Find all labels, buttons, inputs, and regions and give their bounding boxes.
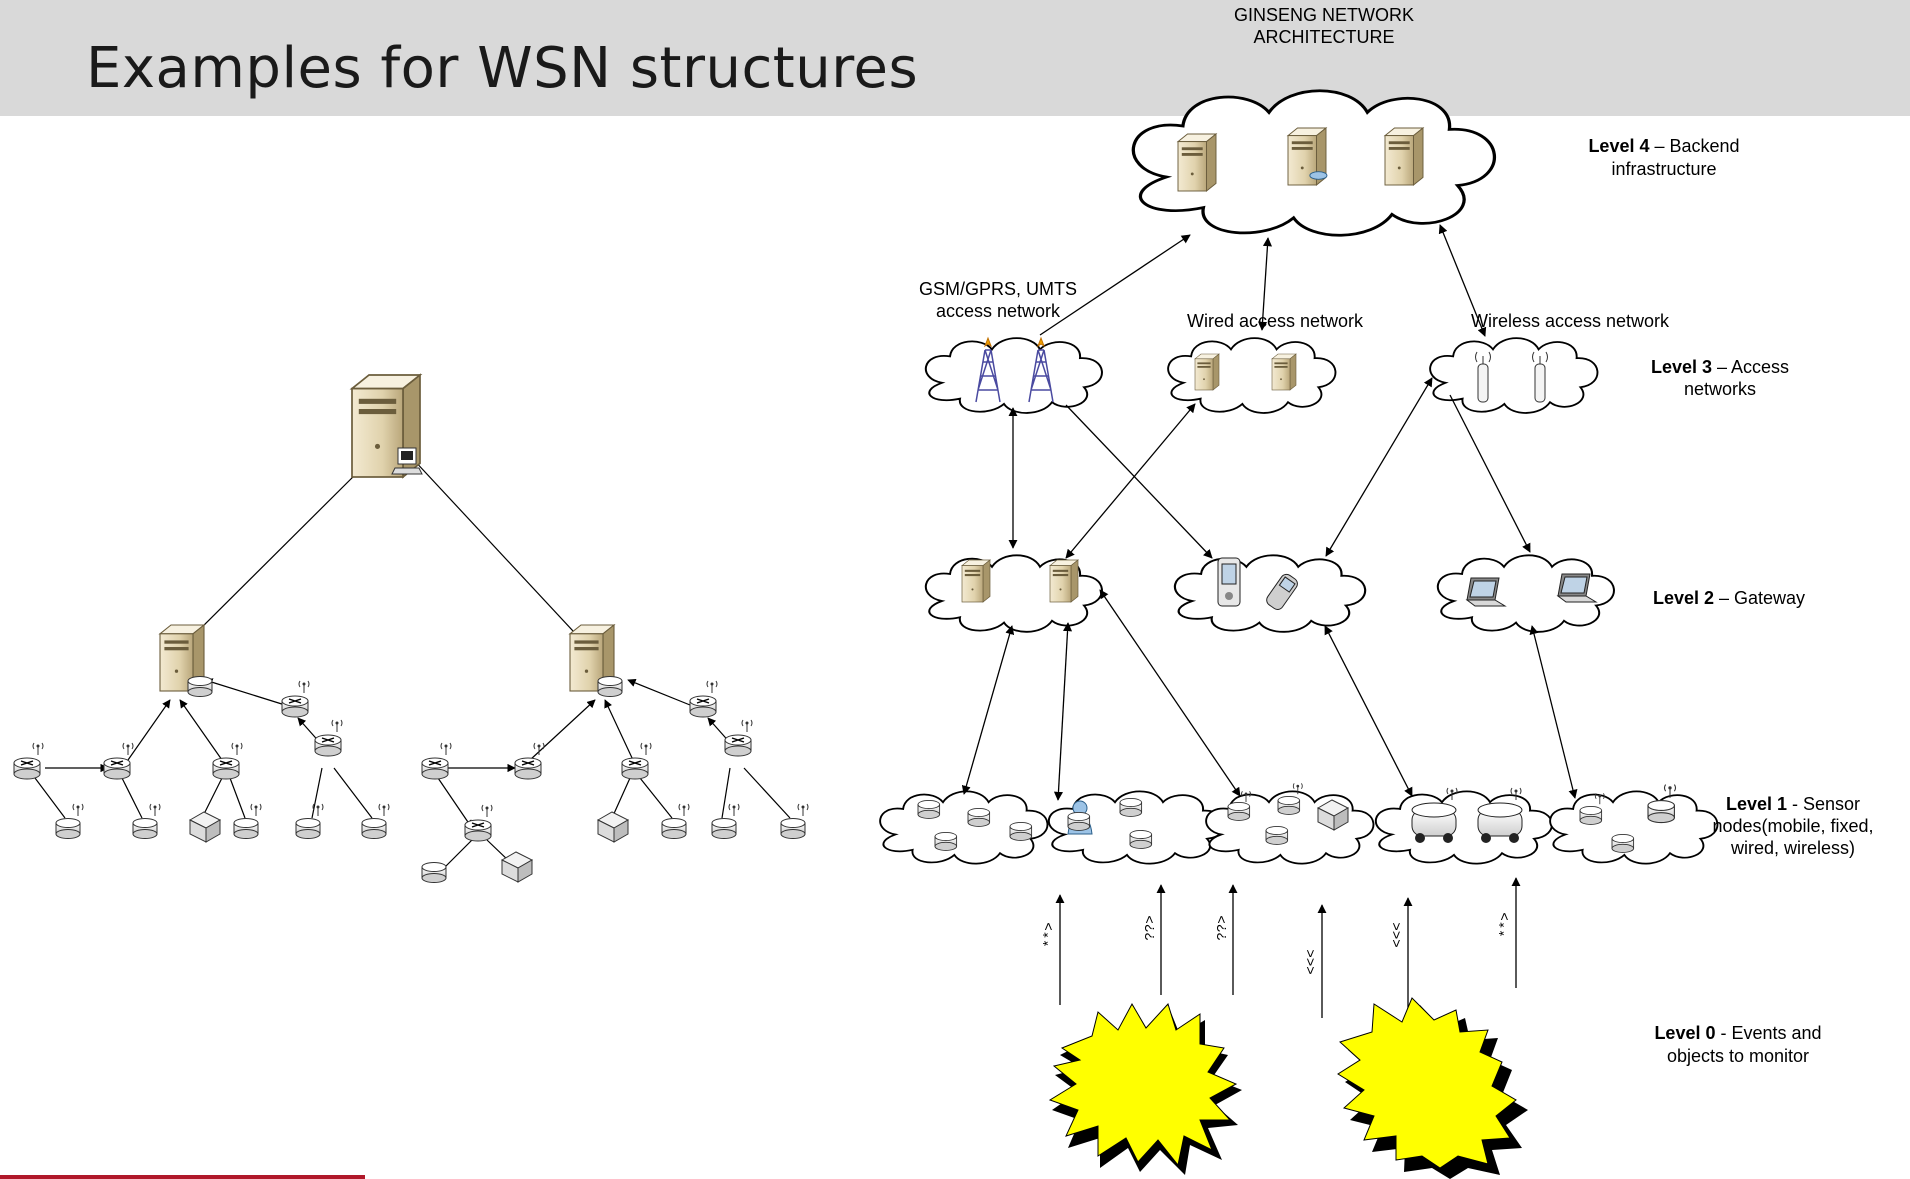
- sensor-node-icon: [233, 803, 262, 839]
- wireless-network-label: Wireless access network: [1471, 311, 1670, 331]
- event-arrow-label: **>: [1498, 912, 1514, 937]
- wireless-access-cloud: [1429, 337, 1599, 414]
- server-icon: [1384, 127, 1424, 186]
- sensor-node-icon: [1119, 798, 1143, 817]
- sensor-node-icon: [934, 832, 958, 851]
- architecture-title-line2: ARCHITECTURE: [1253, 27, 1394, 47]
- level4-label-line2: infrastructure: [1611, 159, 1716, 179]
- router-node-icon: [13, 742, 44, 780]
- sensor-node-icon: [1129, 830, 1153, 849]
- router-node-icon: [421, 742, 452, 780]
- mobile-robot-icon: [1411, 787, 1458, 843]
- sensor-node-icon: [1647, 784, 1677, 824]
- sink-node-icon: [187, 676, 213, 697]
- sensor-node-icon: [917, 800, 941, 819]
- level1-label: Level 1 - Sensor: [1726, 794, 1860, 814]
- sensor-node-icon: [661, 803, 690, 839]
- router-node-icon: [724, 719, 753, 757]
- sensor-node-icon: [780, 803, 809, 839]
- router-node-icon: [281, 680, 310, 718]
- level4-label: Level 4 – Backend: [1588, 136, 1739, 156]
- gsm-network-label-line1: GSM/GPRS, UMTS: [919, 279, 1077, 299]
- sink-node-icon: [597, 676, 623, 697]
- router-node-icon: [689, 680, 718, 718]
- cell-phone-icon: [1266, 573, 1298, 610]
- sensor-node-icon: [1611, 834, 1635, 853]
- database-server-icon: [1287, 127, 1328, 186]
- router-node-icon: [464, 804, 493, 842]
- sensor-node-icon: [361, 803, 390, 839]
- level0-label: Level 0 - Events and: [1654, 1023, 1821, 1043]
- wired-access-cloud: [1167, 337, 1337, 414]
- slide-title: Examples for WSN structures: [86, 36, 919, 101]
- sensor-cloud-4: [1374, 790, 1553, 865]
- ginseng-architecture: GINSENG NETWORK ARCHITECTURE: [879, 5, 1874, 1179]
- event-burst-icon: [1337, 997, 1528, 1179]
- level0-label-line2: objects to monitor: [1667, 1046, 1809, 1066]
- sensor-node-icon: [421, 862, 447, 883]
- architecture-title-line1: GINSENG NETWORK: [1234, 5, 1414, 25]
- tree-topology: [13, 374, 809, 883]
- sensor-node-icon: [295, 803, 324, 839]
- level1-label-line3: wired, wireless): [1730, 838, 1855, 858]
- box-sensor-icon: [189, 811, 221, 843]
- gsm-access-cloud: [924, 337, 1103, 414]
- event-arrow-label: ??>: [1143, 915, 1159, 940]
- wired-network-label: Wired access network: [1187, 311, 1364, 331]
- sensor-node-icon: [967, 808, 991, 827]
- server-icon: [1049, 559, 1079, 603]
- router-node-icon: [212, 742, 243, 780]
- sensor-node-icon: [1277, 782, 1303, 815]
- router-node-icon: [621, 742, 652, 780]
- sensor-node-icon: [1265, 826, 1289, 845]
- sensor-node-icon: [1009, 822, 1033, 841]
- mobile-robot-icon: [1477, 787, 1523, 843]
- footer-accent-rule: [0, 1175, 365, 1179]
- level3-label-line2: networks: [1684, 379, 1756, 399]
- sensor-node-icon: [1067, 812, 1091, 831]
- router-node-icon: [514, 742, 545, 780]
- router-node-icon: [103, 742, 134, 780]
- connections: [961, 224, 1578, 801]
- sensor-node-icon: [55, 803, 84, 839]
- box-sensor-icon: [501, 851, 533, 883]
- event-burst-icon: [1048, 1002, 1242, 1175]
- event-arrow-label: ??>: [1215, 915, 1231, 940]
- server-icon: [961, 559, 991, 603]
- event-arrow-label: **>: [1042, 922, 1058, 947]
- level2-label: Level 2 – Gateway: [1653, 588, 1805, 608]
- event-arrow-label: <<<: [1304, 949, 1320, 974]
- router-node-icon: [314, 719, 343, 757]
- pda-icon: [1217, 557, 1241, 607]
- level3-label: Level 3 – Access: [1651, 357, 1789, 377]
- server-icon: [1177, 133, 1217, 192]
- header-bar: Examples for WSN structures: [0, 0, 1910, 116]
- server-icon: [1194, 353, 1220, 391]
- gsm-network-label-line2: access network: [936, 301, 1061, 321]
- sensor-cloud-5: [1549, 790, 1719, 865]
- sensor-node-icon: [711, 803, 740, 839]
- level1-label-line2: nodes(mobile, fixed,: [1712, 816, 1873, 836]
- computer-icon: [391, 447, 423, 475]
- event-arrow-label: <<<: [1390, 922, 1406, 947]
- box-sensor-icon: [597, 811, 629, 843]
- gateway-cloud-c: [1436, 554, 1615, 633]
- server-icon: [1271, 353, 1297, 391]
